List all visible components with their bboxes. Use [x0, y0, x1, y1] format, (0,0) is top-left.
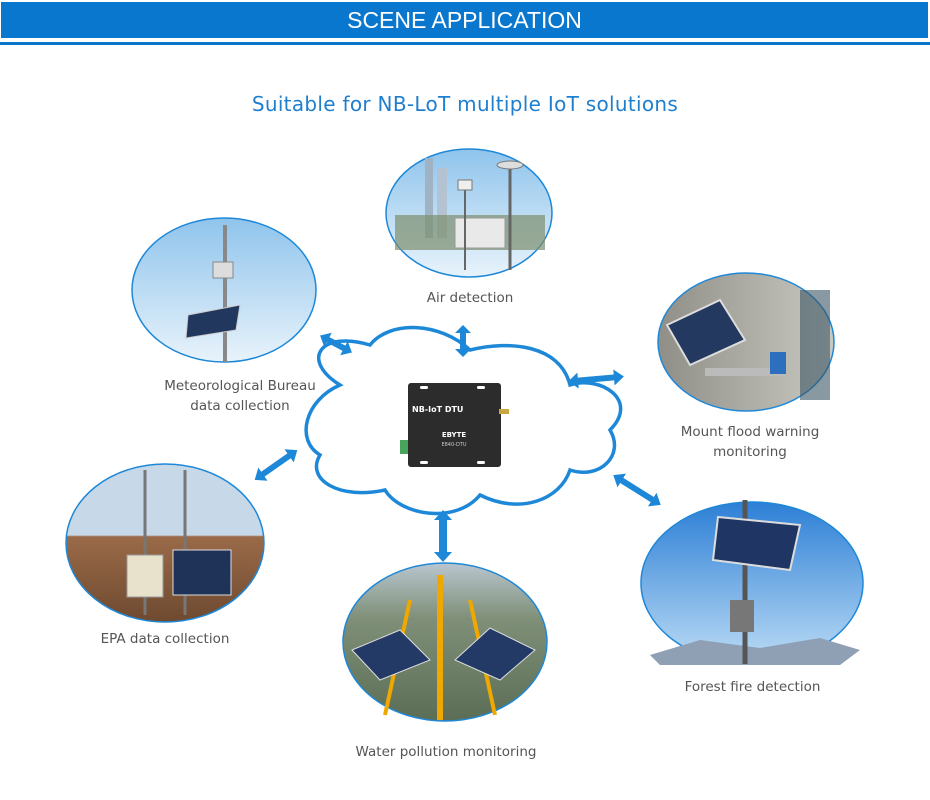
scene-image-air-detection [385, 148, 553, 278]
scene-image-meteorological [131, 217, 317, 363]
label-meteorological: Meteorological Bureau data collection [150, 376, 330, 416]
label-line: Meteorological Bureau [164, 378, 316, 394]
double-arrow-icon [434, 510, 452, 562]
scene-image-epa [65, 463, 265, 623]
label-line: Forest fire detection [684, 679, 821, 695]
scene-image-mount-flood [657, 272, 835, 412]
label-line: Air detection [426, 290, 514, 306]
double-arrow-icon [320, 332, 352, 356]
double-arrow-icon [455, 325, 471, 357]
double-arrow-icon [568, 369, 624, 389]
device-part: E840-DTU [441, 442, 466, 448]
label-line: Water pollution monitoring [355, 744, 537, 760]
label-line: EPA data collection [100, 631, 230, 647]
header-divider [0, 42, 930, 45]
subtitle: Suitable for NB-LoT multiple IoT solutio… [251, 92, 679, 116]
scene-image-water-pollution [342, 562, 548, 722]
label-forest-fire: Forest fire detection [670, 677, 835, 697]
device-brand: EBYTE [442, 431, 467, 439]
label-line: data collection [190, 398, 290, 414]
label-line: monitoring [713, 444, 787, 460]
label-mount-flood: Mount flood warning monitoring [660, 422, 840, 462]
double-arrow-icon [613, 473, 661, 507]
label-epa: EPA data collection [85, 629, 245, 649]
label-air-detection: Air detection [410, 288, 530, 308]
section-header: SCENE APPLICATION [1, 2, 928, 38]
device-model-label: NB-IoT DTU [412, 405, 463, 414]
double-arrow-icon [254, 449, 298, 481]
nb-iot-dtu-device: NB-IoT DTU EBYTE E840-DTU [400, 383, 509, 467]
scene-image-forest-fire [640, 500, 864, 665]
label-line: Mount flood warning [680, 424, 820, 440]
label-water-pollution: Water pollution monitoring [336, 742, 556, 762]
